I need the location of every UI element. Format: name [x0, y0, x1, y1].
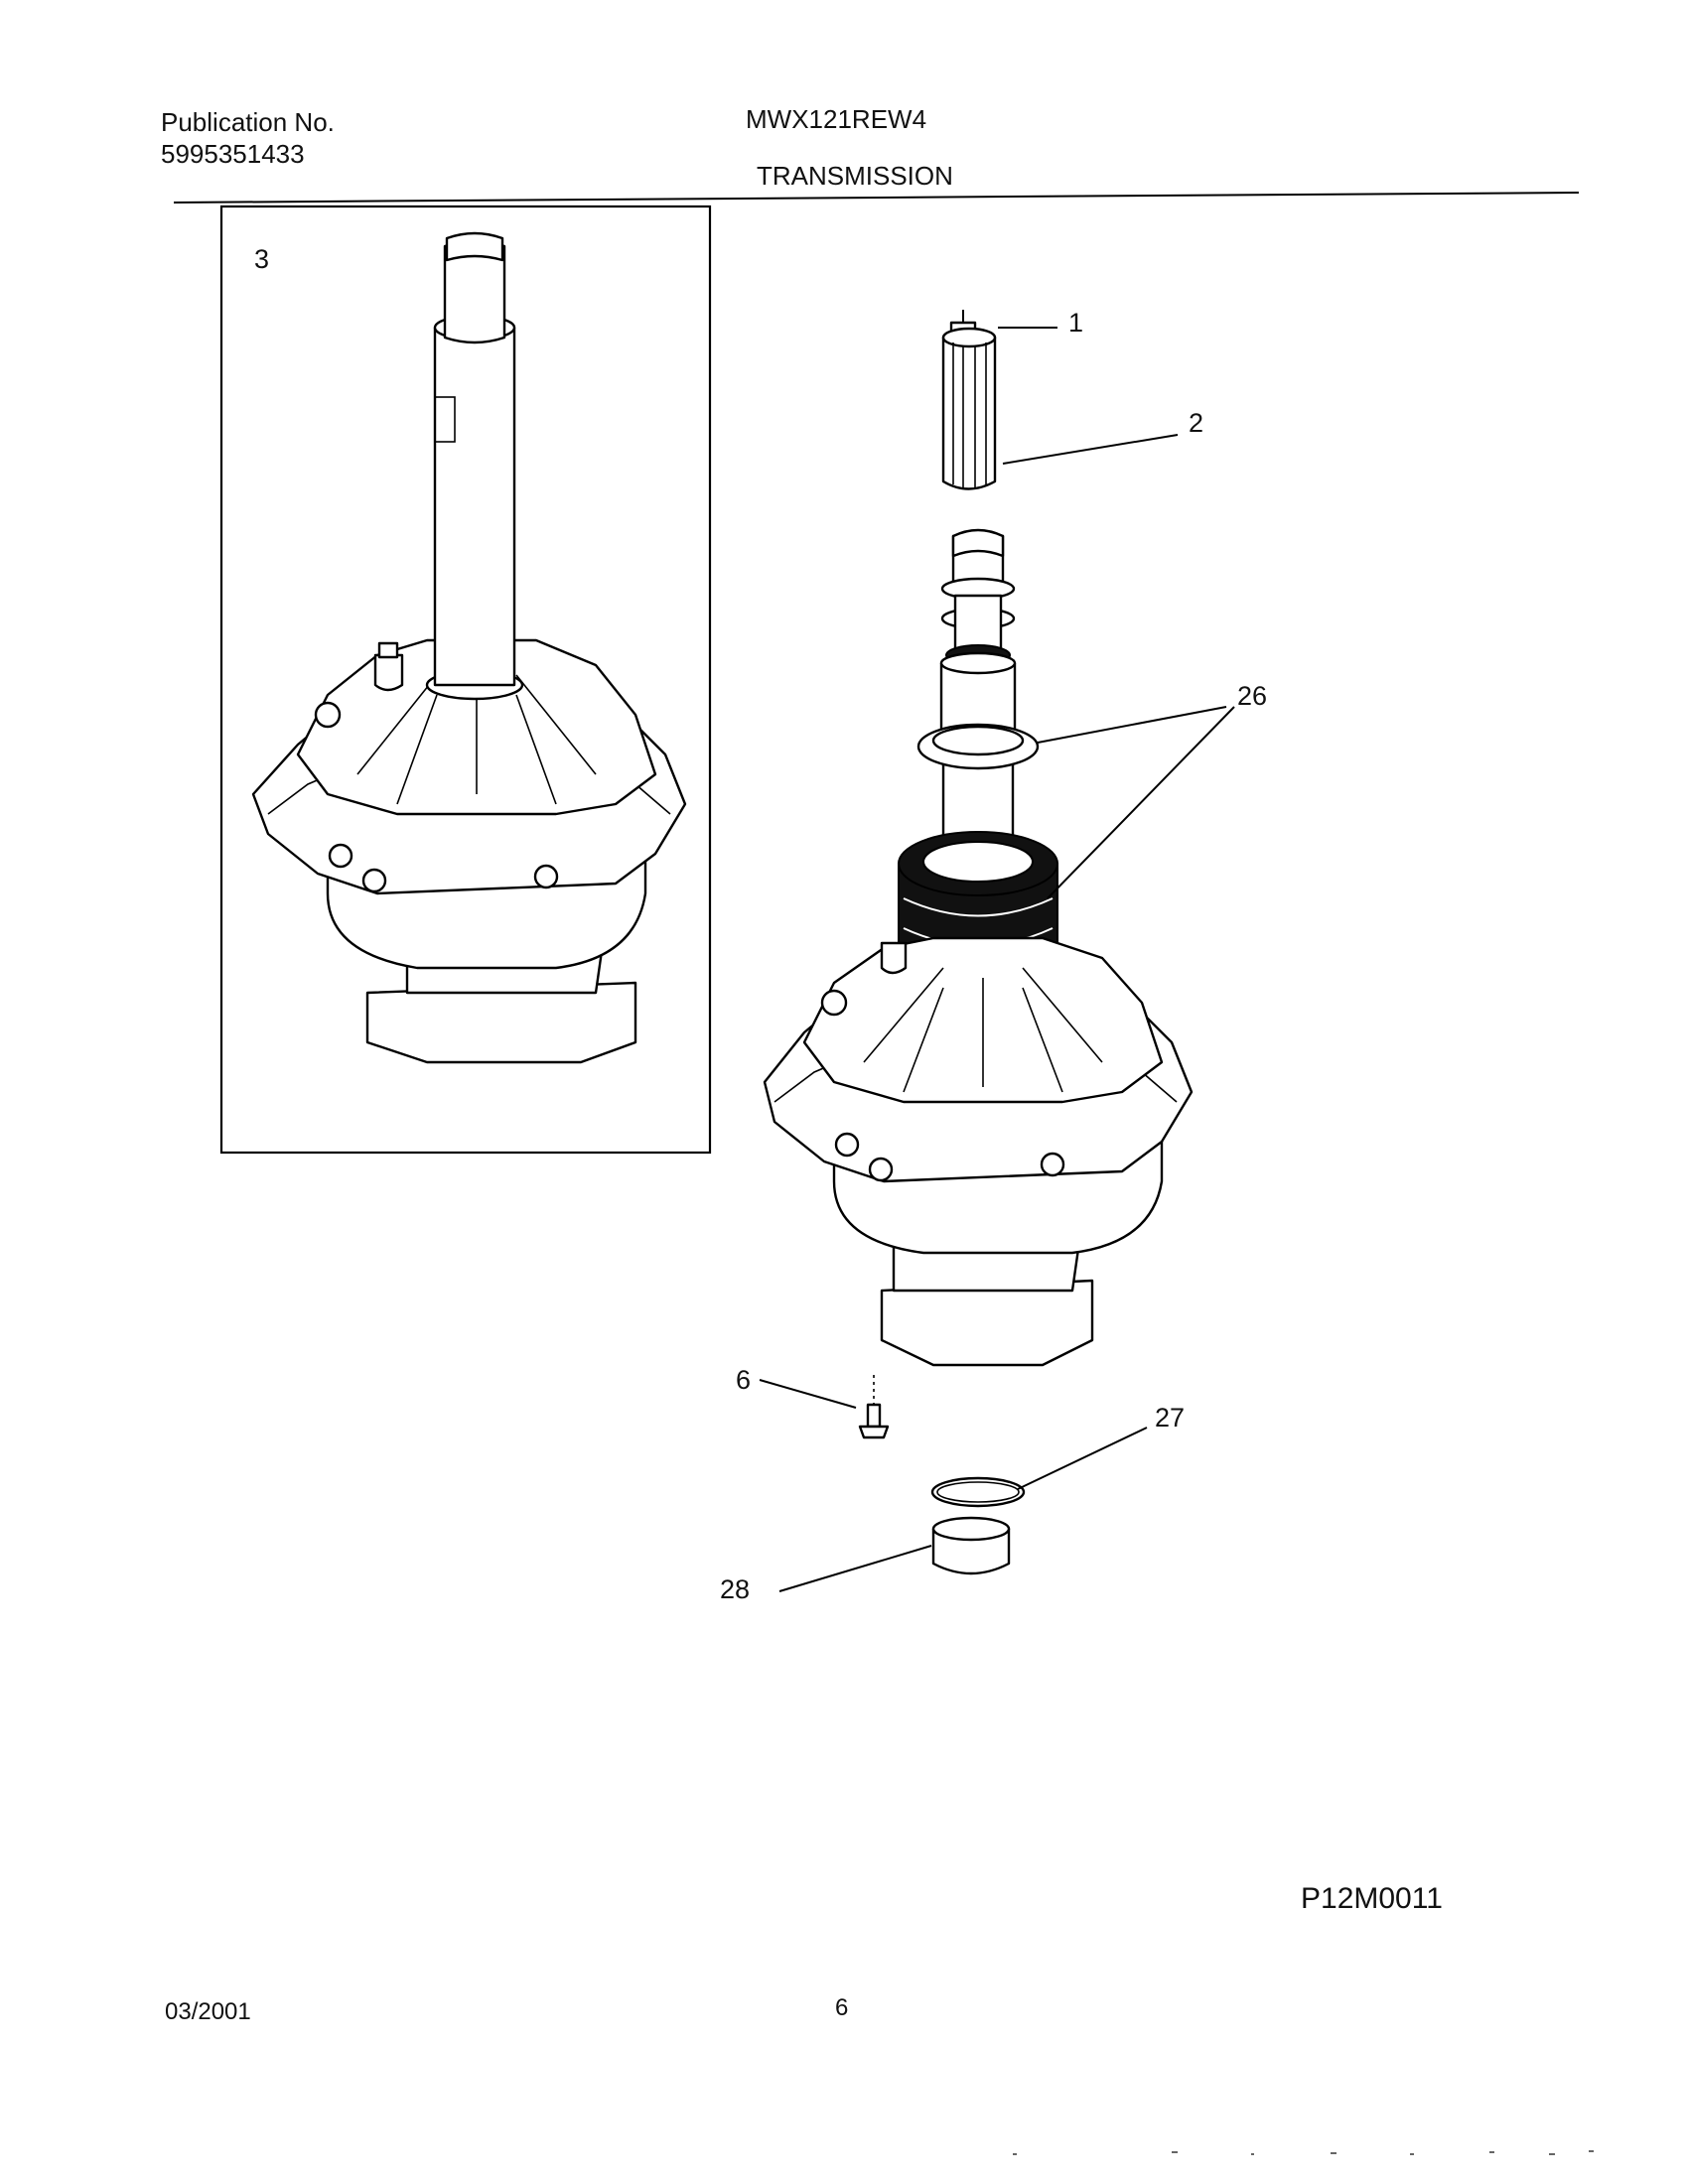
model-number: MWX121REW4 [746, 104, 927, 134]
part-6-screw [858, 1403, 890, 1439]
leader-28 [778, 1545, 932, 1592]
section-title: TRANSMISSION [757, 161, 953, 191]
part-28-bushing [931, 1516, 1011, 1575]
footer-date: 03/2001 [165, 1998, 251, 2025]
callout-2: 2 [1189, 408, 1204, 438]
part-27-o-ring [930, 1476, 1026, 1508]
callout-27: 27 [1155, 1403, 1186, 1433]
part-2-splined-sleeve [941, 327, 997, 490]
transmission-housing [763, 936, 1194, 1367]
part-26-seal-upper [916, 723, 1040, 770]
callout-3: 3 [254, 244, 270, 274]
callout-6: 6 [736, 1365, 752, 1395]
page-number: 6 [835, 1994, 849, 2021]
leader-2 [1002, 434, 1179, 465]
leader-26-a [1037, 706, 1227, 744]
header-rule [173, 192, 1580, 204]
leader-26-b [1047, 706, 1235, 899]
leader-27 [1017, 1427, 1148, 1490]
callout-26: 26 [1237, 681, 1268, 711]
scan-artifacts [1013, 2150, 1594, 2155]
transmission-assembly-inset [251, 231, 687, 1064]
callout-1: 1 [1068, 308, 1084, 338]
leader-6 [759, 1379, 857, 1409]
main-shaft [939, 528, 1017, 866]
figure-code: P12M0011 [1301, 1882, 1443, 1915]
publication-label: Publication No. [161, 107, 335, 137]
inset-box-part-3 [219, 205, 712, 1155]
publication-number: 5995351433 [161, 139, 305, 169]
callout-28: 28 [720, 1574, 751, 1604]
